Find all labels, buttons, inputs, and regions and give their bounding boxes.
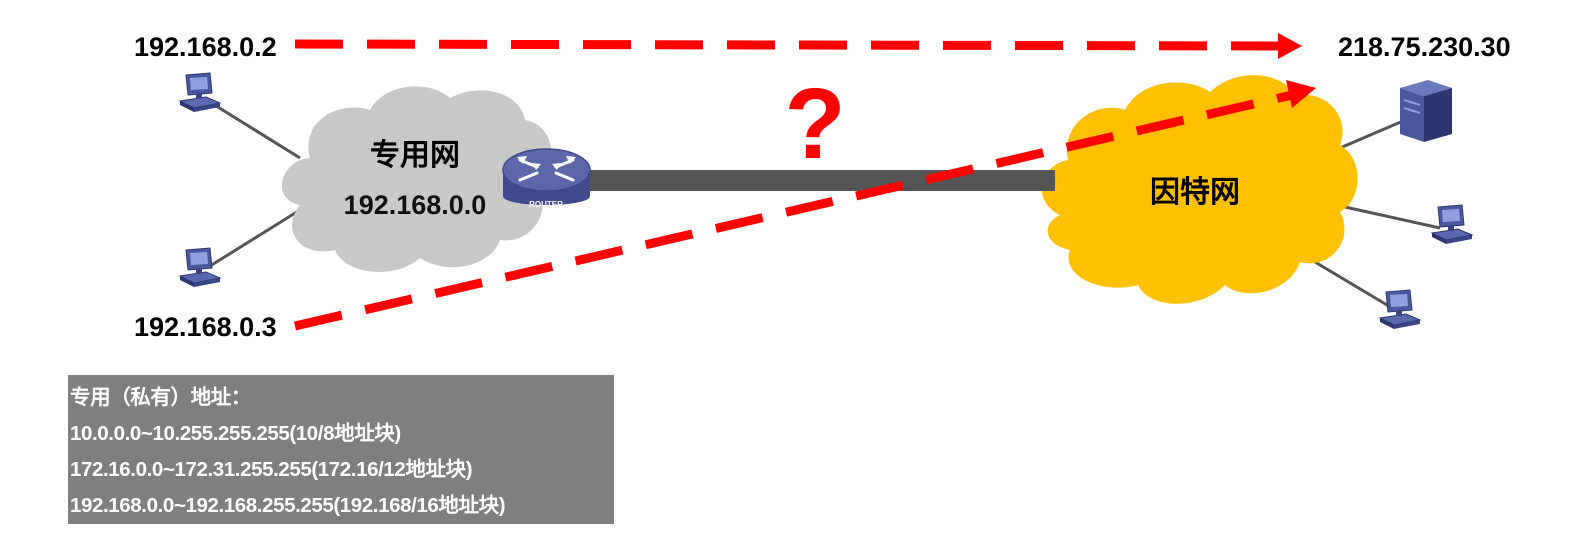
server-icon: [1400, 80, 1452, 142]
host-bottom-ip-label: 192.168.0.3: [134, 312, 277, 342]
info-box-range-3: 192.168.0.0~192.168.255.255(192.168/16地址…: [70, 494, 506, 517]
info-box-range-1: 10.0.0.0~10.255.255.255(10/8地址块): [70, 422, 401, 445]
host-bottom-pc-icon: [179, 247, 221, 288]
right-pc-2-icon: [1379, 289, 1421, 330]
router-label: ROUTER: [529, 200, 563, 209]
internet-cloud: [1041, 75, 1358, 304]
arrow-bottom: [293, 80, 1316, 331]
router-icon: ROUTER: [502, 148, 591, 209]
private-address-info-box: 专用（私有）地址： 10.0.0.0~10.255.255.255(10/8地址…: [68, 375, 614, 524]
host-top-pc-icon: [179, 72, 221, 113]
link-server: [1339, 116, 1411, 150]
link-pc-right-2: [1304, 254, 1393, 310]
question-mark: ?: [784, 68, 845, 180]
right-pc-1-icon: [1431, 204, 1473, 245]
private-network-name: 专用网: [370, 139, 460, 172]
private-network-cloud: [281, 86, 552, 272]
private-network-address: 192.168.0.0: [344, 190, 487, 220]
server-ip-label: 218.75.230.30: [1338, 32, 1511, 62]
arrow-top: [294, 33, 1302, 59]
link-host-bottom: [209, 208, 301, 268]
info-box-title: 专用（私有）地址：: [70, 386, 251, 409]
link-host-top: [212, 102, 301, 160]
internet-name: 因特网: [1150, 176, 1240, 209]
link-pc-right-1: [1344, 205, 1441, 230]
info-box-range-2: 172.16.0.0~172.31.255.255(172.16/12地址块): [70, 458, 473, 481]
host-top-ip-label: 192.168.0.2: [134, 32, 277, 62]
